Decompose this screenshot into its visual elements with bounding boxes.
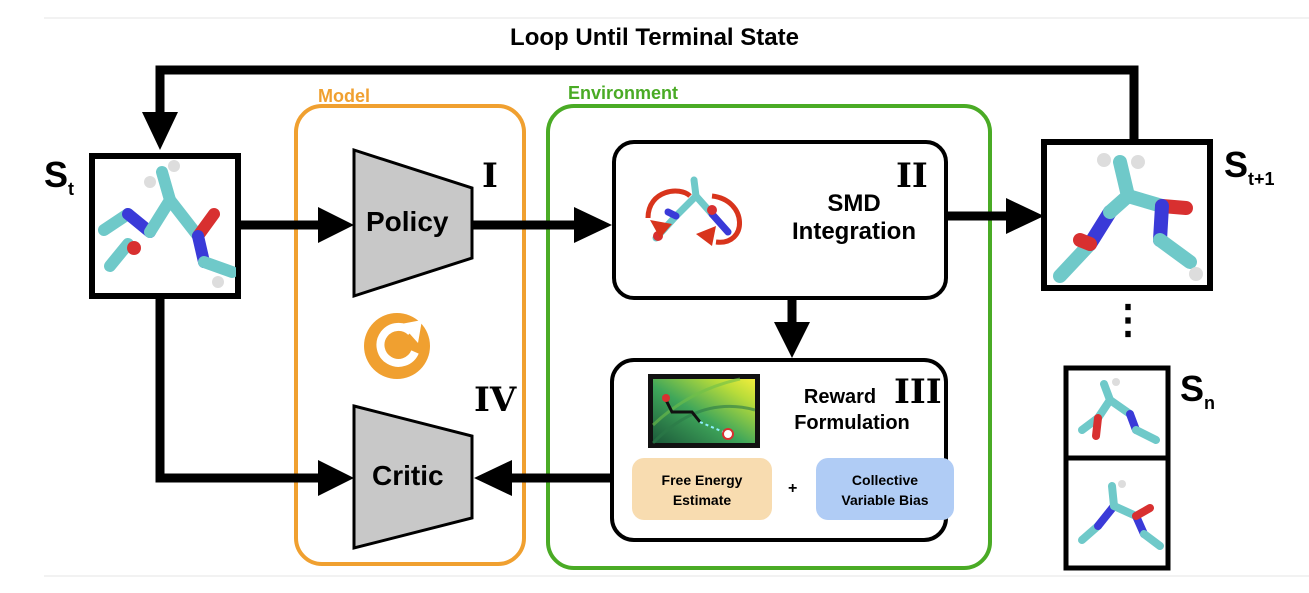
state-current-base: S xyxy=(44,154,69,195)
diagram-title: Loop Until Terminal State xyxy=(510,24,799,51)
arrow-state-to-policy xyxy=(238,207,354,243)
reward-title-line2: Formulation xyxy=(794,412,910,434)
free-energy-line2: Estimate xyxy=(672,492,732,508)
policy-numeral: I xyxy=(482,156,498,196)
state-current-molecule xyxy=(98,160,236,288)
energy-landscape-image xyxy=(648,374,760,448)
state-final-base: S xyxy=(1180,368,1205,409)
arrow-smd-to-reward xyxy=(774,298,810,358)
state-final-molecule-1 xyxy=(1078,378,1160,444)
state-next-sub: t+1 xyxy=(1248,169,1275,190)
arrow-state-to-critic xyxy=(155,296,354,496)
environment-label: Environment xyxy=(568,83,679,103)
model-container xyxy=(294,104,526,566)
state-next-base: S xyxy=(1224,144,1249,185)
refresh-icon xyxy=(364,313,430,379)
state-ellipsis: ⋮ xyxy=(1108,298,1148,342)
model-label: Model xyxy=(318,86,370,106)
reward-title-line1: Reward xyxy=(803,386,877,408)
arrow-policy-to-smd xyxy=(472,207,612,243)
arrow-reward-to-critic xyxy=(474,460,612,496)
state-final-label: Sn xyxy=(1180,368,1215,414)
smd-numeral: II xyxy=(896,156,928,196)
state-next-label: St+1 xyxy=(1224,144,1275,190)
smd-title-line1: SMD xyxy=(827,190,881,217)
critic-trapezoid xyxy=(352,404,474,550)
smd-title-line2: Integration xyxy=(792,218,916,245)
state-final-box-2 xyxy=(1063,455,1171,571)
free-energy-line1: Free Energy xyxy=(661,472,743,488)
state-current-label: St xyxy=(44,154,74,200)
smd-molecule-icon xyxy=(645,176,742,246)
critic-label: Critic xyxy=(372,460,444,491)
critic-numeral: IV xyxy=(474,380,517,420)
cv-bias-line2: Variable Bias xyxy=(841,492,929,508)
free-energy-pill xyxy=(632,458,772,520)
state-current-sub: t xyxy=(68,179,75,200)
environment-container xyxy=(546,104,992,570)
cv-bias-line1: Collective xyxy=(851,472,919,488)
state-final-sub: n xyxy=(1204,393,1216,414)
policy-label: Policy xyxy=(366,206,449,237)
reward-plus: + xyxy=(788,480,798,497)
reward-numeral: III xyxy=(894,372,942,412)
loop-arrow xyxy=(142,65,1139,150)
cv-bias-pill xyxy=(816,458,954,520)
policy-trapezoid xyxy=(352,147,474,299)
state-final-molecule-2 xyxy=(1078,480,1164,550)
state-next-molecule xyxy=(1053,153,1203,283)
arrow-smd-to-next-state xyxy=(946,198,1044,234)
